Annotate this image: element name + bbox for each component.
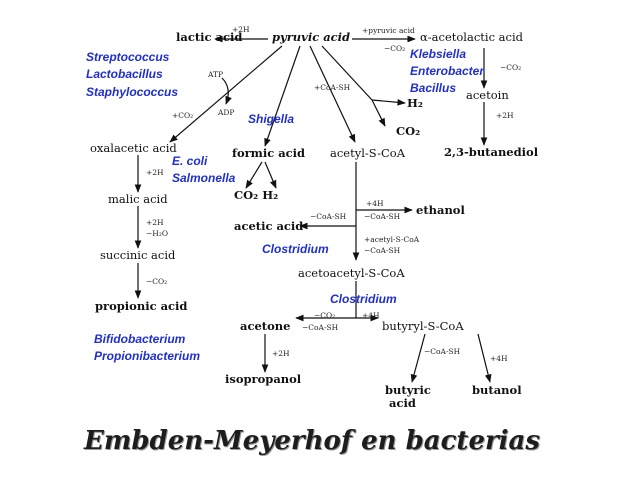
cofactor-minus-coash-acetoacetyl: −CoA-SH bbox=[364, 246, 401, 255]
acetic-acid-label: acetic acid bbox=[234, 219, 304, 233]
arrow-to-h2 bbox=[371, 98, 406, 106]
formic-co2-h2-label: CO₂ H₂ bbox=[234, 188, 279, 202]
malic-acid-label: malic acid bbox=[108, 192, 168, 206]
succinic-acid-label: succinic acid bbox=[100, 248, 176, 262]
cofactor-minus-coash-eth: −CoA-SH bbox=[364, 212, 401, 221]
cofactor-plus-2h-lactic: +2H bbox=[232, 25, 250, 34]
cofactor-plus-4h-butyryl: +4H bbox=[362, 311, 380, 320]
ethanol-label: ethanol bbox=[416, 203, 465, 217]
cofactor-minus-co2-acetoin: −CO₂ bbox=[500, 63, 522, 72]
lactic-acid-label: lactic acid bbox=[176, 30, 243, 44]
cofactor-plus-coash: +CoA-SH bbox=[314, 83, 351, 92]
organism-klebsiella: Klebsiella bbox=[410, 47, 467, 61]
organism-bacillus: Bacillus bbox=[410, 81, 457, 95]
butanol-label: butanol bbox=[472, 383, 522, 397]
cofactor-plus-acetyl-scoa: +acetyl-S-CoA bbox=[364, 235, 420, 244]
cofactor-plus-2h-acetoin: +2H bbox=[496, 111, 514, 120]
arrow-formic-h2 bbox=[264, 161, 277, 189]
organism-clostridium-2: Clostridium bbox=[330, 292, 397, 306]
cofactor-minus-co2-acetolactic: −CO₂ bbox=[384, 44, 406, 53]
organism-clostridium-1: Clostridium bbox=[262, 242, 329, 256]
butyryl-scoa-label: butyryl-S-CoA bbox=[382, 319, 464, 333]
arrow-butyryl-butanol bbox=[477, 333, 492, 383]
cofactor-minus-co2-acetone: −CO₂ bbox=[314, 311, 336, 320]
organism-bifidobacterium: Bifidobacterium bbox=[94, 332, 186, 346]
butyric-acid-label: acid bbox=[389, 396, 416, 410]
acetoin-label: acetoin bbox=[466, 88, 509, 102]
isopropanol-label: isopropanol bbox=[225, 372, 302, 386]
organism-shigella: Shigella bbox=[248, 112, 295, 126]
cofactor-plus-4h-butanol: +4H bbox=[490, 354, 508, 363]
cofactor-minus-coash-butyric: −CoA-SH bbox=[424, 347, 461, 356]
propionic-acid-label: propionic acid bbox=[95, 299, 188, 313]
cofactor-plus-4h-eth: +4H bbox=[366, 199, 384, 208]
cofactor-plus-2h-succ: +2H bbox=[146, 218, 164, 227]
organism-enterobacter: Enterobacter bbox=[410, 64, 485, 78]
cofactor-plus-2h-iso: +2H bbox=[272, 349, 290, 358]
organism-salmonella: Salmonella bbox=[172, 171, 236, 185]
arrow-pyruvic-formic bbox=[264, 45, 301, 147]
acetyl-scoa-label: acetyl-S-CoA bbox=[330, 146, 405, 160]
organism-streptococcus: Streptococcus bbox=[86, 50, 170, 64]
organism-lactobacillus: Lactobacillus bbox=[86, 67, 163, 81]
cofactor-minus-coash-acetone: −CoA-SH bbox=[302, 323, 339, 332]
cofactor-atp: ATP bbox=[208, 70, 224, 79]
slide-title: Embden-Meyerhof en bacterias bbox=[84, 426, 541, 456]
pyruvic-acid-label: pyruvic acid bbox=[272, 30, 351, 44]
organism-staphylococcus: Staphylococcus bbox=[86, 85, 179, 99]
cofactor-minus-coash-acetic: −CoA-SH bbox=[310, 212, 347, 221]
cofactor-plus-co2-oxal: +CO₂ bbox=[172, 111, 194, 120]
organism-propionibacterium: Propionibacterium bbox=[94, 349, 201, 363]
cofactor-plus-2h-malic: +2H bbox=[146, 168, 164, 177]
arrow-atp-adp bbox=[221, 77, 232, 105]
butyric-label: butyric bbox=[385, 383, 431, 397]
co2-label: CO₂ bbox=[396, 124, 421, 138]
acetolactic-acid-label: α-acetolactic acid bbox=[420, 30, 524, 44]
arrow-formic-co2 bbox=[245, 161, 263, 189]
acetoacetyl-scoa-label: acetoacetyl-S-CoA bbox=[298, 266, 405, 280]
acetone-label: acetone bbox=[240, 319, 291, 333]
organism-ecoli: E. coli bbox=[172, 154, 208, 168]
cofactor-plus-pyruvic: +pyruvic acid bbox=[362, 26, 415, 35]
oxalacetic-acid-label: oxalacetic acid bbox=[90, 141, 177, 155]
arrow-pyruvic-h2co2 bbox=[321, 45, 373, 101]
cofactor-minus-co2-prop: −CO₂ bbox=[146, 277, 168, 286]
arrow-pyruvic-oxalacetic bbox=[169, 45, 283, 143]
h2-label: H₂ bbox=[407, 96, 423, 110]
formic-acid-label: formic acid bbox=[232, 146, 306, 160]
arrow-butyryl-butyric bbox=[410, 333, 426, 383]
cofactor-minus-h2o: −H₂O bbox=[146, 229, 168, 238]
arrow-pyruvic-acetyl bbox=[309, 45, 356, 143]
arrow-to-co2 bbox=[371, 99, 386, 127]
cofactor-adp: ADP bbox=[218, 108, 235, 117]
butanediol-label: 2,3-butanediol bbox=[444, 145, 539, 159]
